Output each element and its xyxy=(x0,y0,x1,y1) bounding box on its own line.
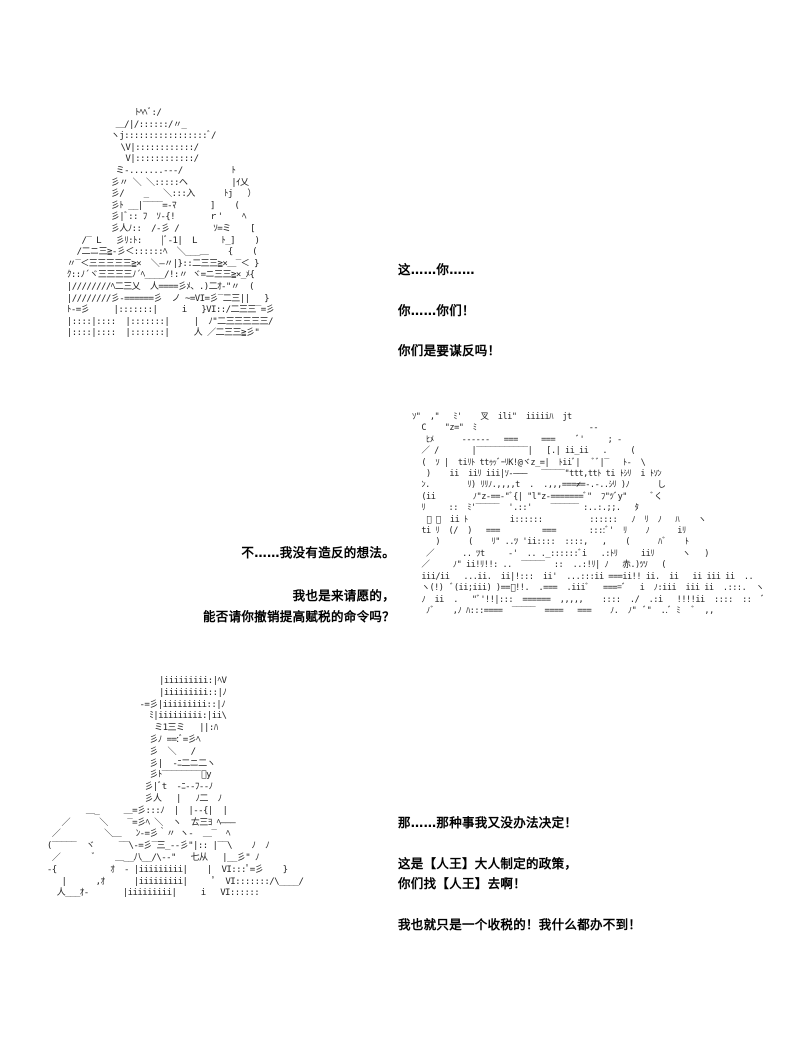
dialogue-line: 不……我没有造反的想法。 xyxy=(241,545,395,560)
ascii-art-figure-3: |iiiiiiiii:|ﾍV |iiiiiiiii::|ﾉ ‐=彡|iiiiii… xyxy=(46,676,304,899)
ascii-art-figure-2: ｿ" ," ﾐ' 叉 ili" iiiiiﾊ jt C "z=" ﾐ ‐‐ ﾋﾒ… xyxy=(412,412,765,616)
dialogue-line: 这……你…… xyxy=(398,262,475,277)
dialogue-line: 你……你们！ xyxy=(398,303,475,318)
dialogue-line: 我也就只是一个收税的！我什么都办不到！ xyxy=(398,917,642,932)
dialogue-line: 能否请你撤销提高赋税的命令吗？ xyxy=(202,609,395,624)
dialogue-line: 我也是来请愿的， xyxy=(292,588,395,603)
dialogue-line: 你们是要谋反吗！ xyxy=(398,343,501,358)
ascii-art-figure-1: ﾄﾍﾍﾞ:/ ＿/|/::::::/〃_ ヽj:::::::::::::::::… xyxy=(66,108,275,339)
dialogue-line: 这是【人王】大人制定的政策， xyxy=(398,856,578,871)
dialogue-line: 你们找【人王】去啊！ xyxy=(398,876,527,891)
dialogue-line: 那……那种事我又没办法决定！ xyxy=(398,815,578,830)
